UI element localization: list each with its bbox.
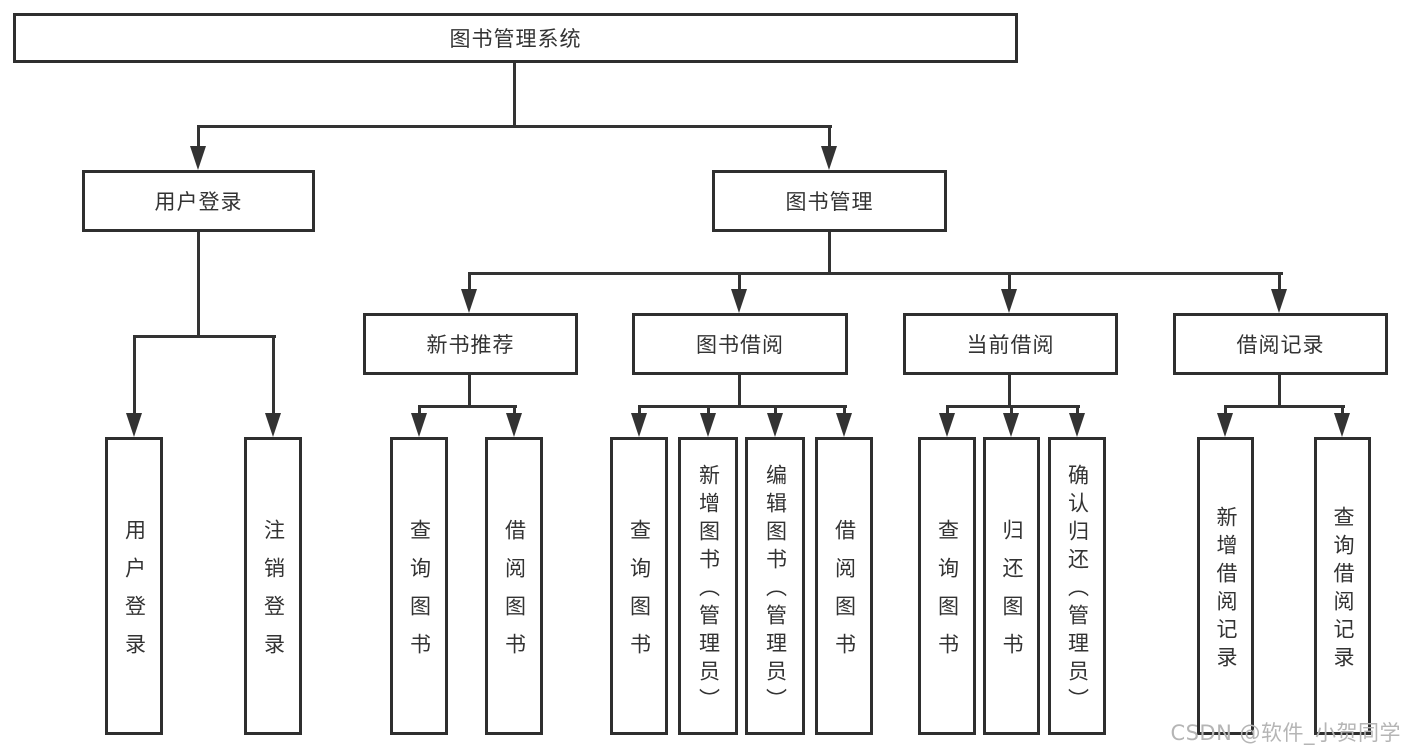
node-book-borrow: 图书借阅 [632,313,848,375]
connector-line [513,405,516,417]
arrowhead-icon [1003,413,1019,437]
connector-line [638,405,641,417]
node-label: 借阅记录 [1236,333,1325,357]
connector-line [418,405,421,417]
connector-line [1008,272,1011,291]
connector-line [468,272,471,291]
connector-line [1225,405,1345,408]
connector-line [707,405,710,417]
node-label: 查询图书 [935,518,960,671]
connector-line [639,405,847,408]
connector-line [419,405,517,408]
arrowhead-icon [411,413,427,437]
leaf-logout: 注销登录 [244,437,302,735]
arrowhead-icon [939,413,955,437]
arrowhead-icon [700,413,716,437]
connector-line [738,375,741,408]
node-label: 新增图书（管理员） [696,463,721,716]
leaf-query-books-2: 查询图书 [610,437,668,735]
arrowhead-icon [1069,413,1085,437]
node-book-management: 图书管理 [712,170,947,232]
node-label: 图书管理系统 [449,27,582,51]
connector-line [1224,405,1227,417]
node-label: 注销登录 [261,518,286,671]
node-label: 新书推荐 [426,333,515,357]
connector-line [947,405,1080,408]
connector-line [513,63,516,128]
arrowhead-icon [461,289,477,313]
arrowhead-icon [767,413,783,437]
connector-line [1278,272,1281,291]
connector-line [946,405,949,417]
arrowhead-icon [1217,413,1233,437]
node-label: 查询图书 [407,518,432,671]
connector-line [738,272,741,291]
arrowhead-icon [731,289,747,313]
leaf-borrow-books-2: 借阅图书 [815,437,873,735]
connector-line [1278,375,1281,408]
leaf-return-books: 归还图书 [983,437,1040,735]
arrowhead-icon [631,413,647,437]
leaf-confirm-return-admin: 确认归还（管理员） [1048,437,1106,735]
node-label: 当前借阅 [966,333,1055,357]
arrowhead-icon [126,413,142,437]
arrowhead-icon [190,146,206,170]
arrowhead-icon [1271,289,1287,313]
connector-line [197,125,200,148]
node-label: 图书借阅 [696,333,784,357]
node-label: 新增借阅记录 [1214,505,1238,674]
leaf-add-borrow-record: 新增借阅记录 [1197,437,1254,735]
connector-line [843,405,846,417]
connector-line [134,335,276,338]
node-label: 图书管理 [785,190,874,214]
connector-line [1076,405,1079,417]
node-borrow-records: 借阅记录 [1173,313,1388,375]
arrowhead-icon [506,413,522,437]
leaf-query-books-3: 查询图书 [918,437,976,735]
node-label: 确认归还（管理员） [1065,463,1090,716]
leaf-add-books-admin: 新增图书（管理员） [678,437,738,735]
connector-line [133,335,136,415]
node-label: 查询图书 [627,518,652,671]
connector-line [1341,405,1344,417]
node-label: 查询借阅记录 [1331,505,1355,674]
arrowhead-icon [821,146,837,170]
connector-line [828,125,831,148]
leaf-edit-books-admin: 编辑图书（管理员） [745,437,805,735]
leaf-borrow-books-1: 借阅图书 [485,437,543,735]
csdn-watermark: CSDN @软件_小贺同学 [1170,721,1401,745]
node-label: 用户登录 [154,190,243,214]
connector-line [1008,375,1011,408]
node-label: 借阅图书 [502,518,527,671]
connector-line [828,232,831,275]
connector-line [198,125,832,128]
arrowhead-icon [1334,413,1350,437]
connector-line [272,335,275,415]
connector-line [1010,405,1013,417]
connector-line [468,375,471,408]
node-label: 用户登录 [122,518,147,671]
node-system-root: 图书管理系统 [13,13,1018,63]
node-user-login: 用户登录 [82,170,315,232]
arrowhead-icon [265,413,281,437]
arrowhead-icon [1001,289,1017,313]
node-new-book-recommend: 新书推荐 [363,313,578,375]
node-label: 归还图书 [1000,518,1024,671]
connector-line [774,405,777,417]
connector-line [470,272,1283,275]
node-label: 借阅图书 [832,518,857,671]
connector-line [197,232,200,338]
arrowhead-icon [836,413,852,437]
node-label: 编辑图书（管理员） [763,463,788,716]
node-current-borrow: 当前借阅 [903,313,1118,375]
leaf-user-login: 用户登录 [105,437,163,735]
leaf-query-borrow-record: 查询借阅记录 [1314,437,1371,735]
leaf-query-books-1: 查询图书 [390,437,448,735]
